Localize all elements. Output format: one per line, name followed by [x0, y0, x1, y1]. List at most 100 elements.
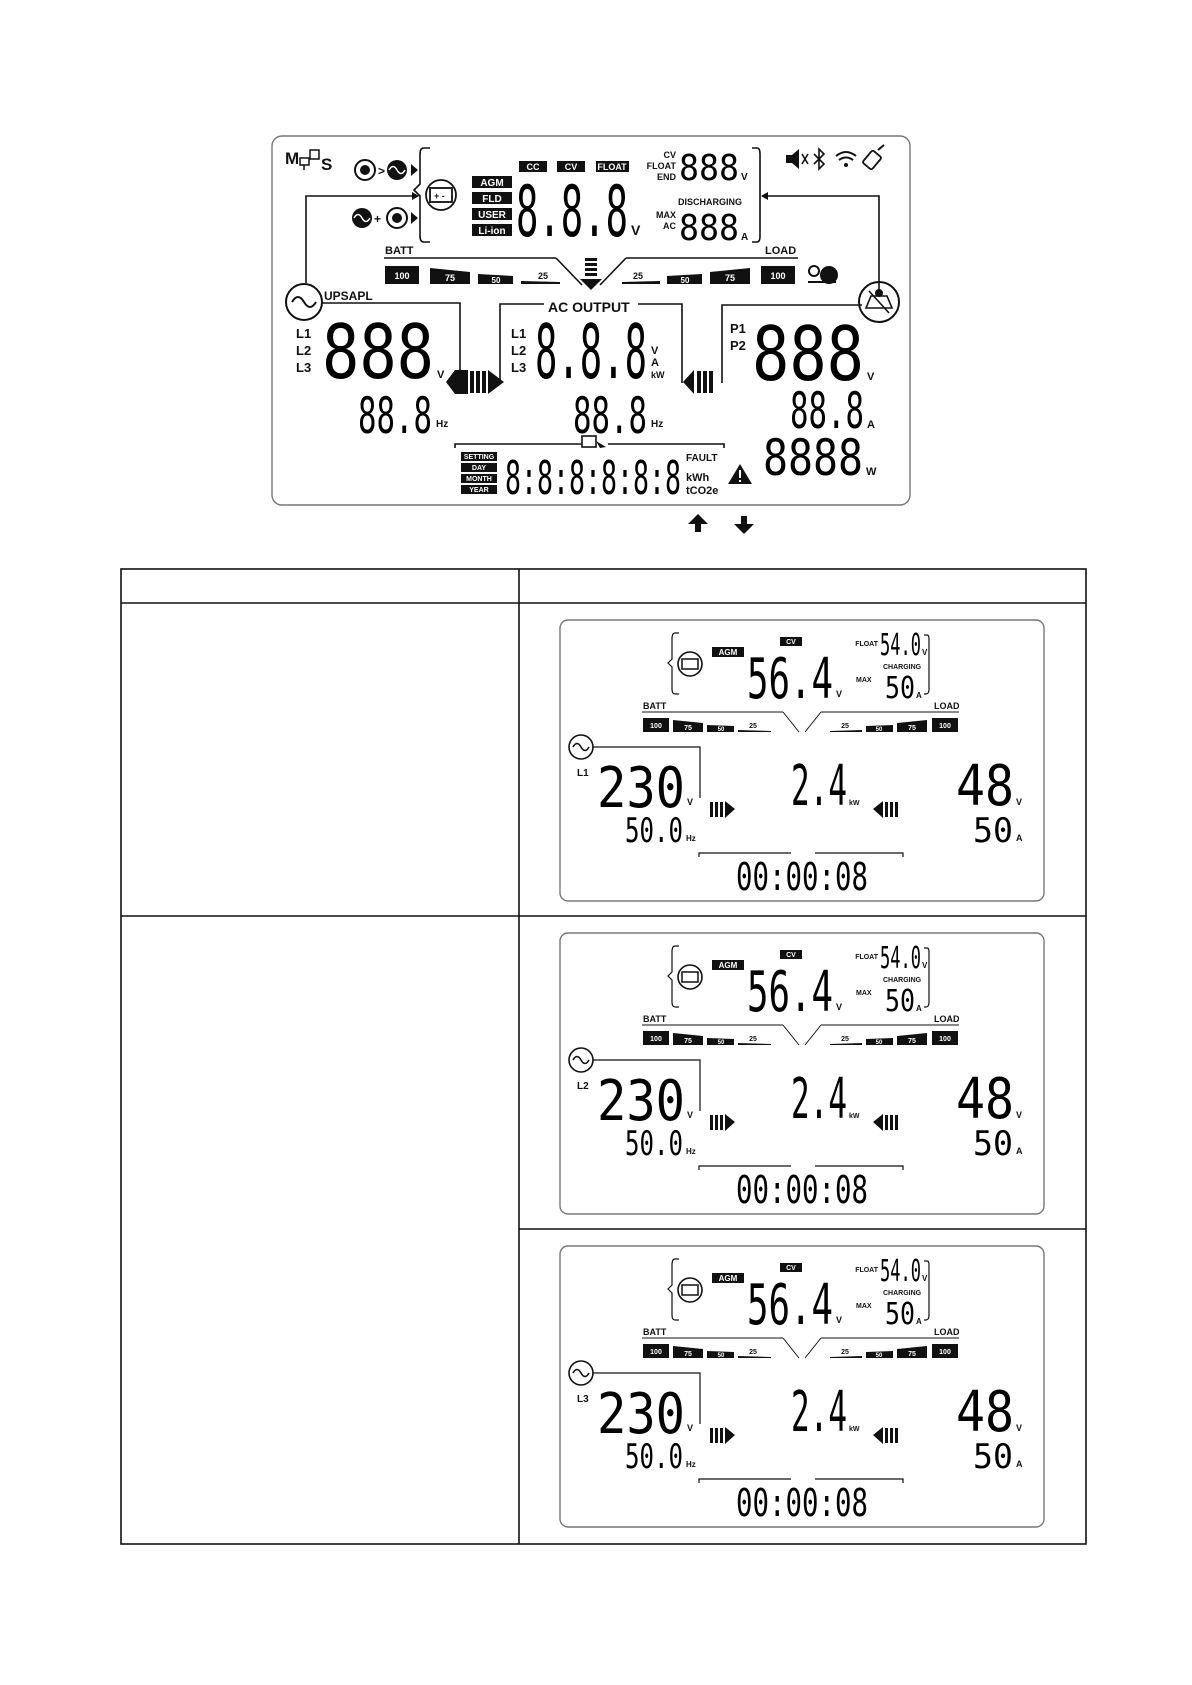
svg-text:FLD: FLD [482, 194, 501, 205]
battery-icon [677, 1277, 703, 1303]
load-level-bar: 25 50 75 100 [830, 1344, 958, 1359]
grid-sine-icon [568, 1047, 594, 1073]
svg-text:75: 75 [684, 1351, 692, 1358]
svg-text:50: 50 [876, 727, 883, 733]
output-units: V A kW [651, 345, 665, 380]
pv-current-segments: 88.8 [790, 382, 864, 440]
mode-letter-m: M [285, 149, 299, 168]
line-label: L3 [577, 1394, 589, 1405]
charging-label: CHARGING [883, 1290, 922, 1297]
float-label: FLOAT [855, 954, 879, 961]
charging-current: 50 [885, 671, 915, 706]
kwh-label: kWh [686, 472, 710, 484]
svg-text:75: 75 [684, 725, 692, 732]
output-segments: 8.8.8 [535, 308, 647, 396]
output-power: 2.4 [791, 1380, 847, 1445]
pv-current: 50 [973, 1437, 1013, 1477]
battery-voltage-unit: V [631, 222, 641, 238]
batt-level-bar: 100 75 50 25 [643, 718, 771, 733]
float-voltage: 54.0 [880, 628, 921, 663]
load-icon [808, 265, 838, 284]
line-label: L2 [577, 1081, 589, 1092]
svg-text:75: 75 [725, 273, 735, 283]
lcd-screen-l2: AGM CV 56.4 V FLOAT 54.0 V MAX CHARGING … [559, 932, 1045, 1215]
clock-display: 00:00:08 [736, 1481, 868, 1525]
svg-text:V: V [1016, 797, 1022, 807]
svg-text:100: 100 [650, 1036, 662, 1043]
svg-text:25: 25 [538, 271, 548, 281]
pv-flow-arrow-icon [683, 370, 713, 394]
svg-text:kW: kW [849, 800, 860, 807]
lcd-screen-l3: AGM CV 56.4 V FLOAT 54.0 V MAX CHARGING … [559, 1245, 1045, 1528]
input-voltage: 230 [597, 1069, 685, 1134]
svg-text:CV: CV [663, 150, 676, 160]
svg-text:A: A [741, 232, 748, 243]
svg-text:V: V [836, 1315, 842, 1325]
svg-text:A: A [916, 691, 922, 700]
battery-icon [677, 964, 703, 990]
discharging-label: DISCHARGING [678, 197, 742, 207]
agm-label: AGM [719, 961, 738, 970]
pv-voltage: 48 [956, 1067, 1014, 1132]
battery-icon: + - [425, 179, 457, 211]
float-voltage: 54.0 [880, 941, 921, 976]
svg-text:V: V [687, 1423, 693, 1433]
lcd-screen: AGM CV 56.4 V FLOAT 54.0 V MAX CHARGING … [559, 1245, 1045, 1528]
svg-text:FLOAT: FLOAT [597, 162, 627, 172]
svg-text:L3: L3 [511, 360, 526, 375]
svg-text:100: 100 [650, 723, 662, 730]
svg-text:25: 25 [749, 723, 757, 730]
svg-text:V: V [922, 961, 928, 970]
max-label: MAX [856, 677, 872, 684]
svg-text:100: 100 [650, 1349, 662, 1356]
svg-text:L1: L1 [296, 326, 311, 341]
pv-power-segments: 8888 [763, 429, 863, 487]
pv-current: 50 [973, 1124, 1013, 1164]
svg-text:25: 25 [841, 723, 849, 730]
clock-setting-icon [581, 435, 606, 448]
svg-text:25: 25 [841, 1036, 849, 1043]
batt-label: BATT [385, 245, 414, 257]
load-level-bar: 25 50 75 100 [830, 1031, 958, 1046]
svg-text:LOAD: LOAD [934, 701, 960, 711]
battery-icon [677, 651, 703, 677]
input-line-labels: L1 L2 L3 [296, 326, 311, 375]
grid-sine-icon [387, 160, 407, 180]
svg-text:100: 100 [939, 1036, 951, 1043]
agm-label: AGM [719, 1274, 738, 1283]
svg-text:AGM: AGM [480, 178, 503, 189]
svg-text:50: 50 [681, 276, 690, 285]
batt-level-bar: 100 75 50 25 [643, 1031, 771, 1046]
svg-text:V: V [687, 1110, 693, 1120]
output-line-labels: L1 L2 L3 [511, 326, 526, 375]
svg-text:L2: L2 [511, 343, 526, 358]
grid-flow-arrow-icon [710, 1114, 735, 1131]
pv-flow-arrow-icon [873, 801, 898, 818]
svg-text:75: 75 [445, 273, 455, 283]
fault-label: FAULT [686, 453, 717, 464]
lcd-frame [271, 135, 911, 506]
ac-output-label: AC OUTPUT [548, 299, 630, 315]
solar-panel-icon [858, 281, 900, 323]
input-voltage: 230 [597, 1382, 685, 1447]
svg-text:BATT: BATT [643, 1327, 667, 1337]
pv-current: 50 [973, 811, 1013, 851]
svg-text:L1: L1 [511, 326, 526, 341]
float-label: FLOAT [855, 1267, 879, 1274]
svg-text:BATT: BATT [643, 1014, 667, 1024]
svg-text:BATT: BATT [643, 701, 667, 711]
warning-icon [728, 464, 752, 484]
svg-text:100: 100 [770, 271, 785, 281]
svg-text:V: V [1016, 1110, 1022, 1120]
max-ac-labels: MAX AC [656, 210, 676, 231]
svg-text:Li-ion: Li-ion [478, 226, 505, 237]
load-level-bar: 25 50 75 100 [830, 718, 958, 733]
tco2e-label: tCO2e [686, 485, 718, 497]
grid-sine-icon [568, 1360, 594, 1386]
line-label: L1 [577, 768, 589, 779]
lcd-screen-l1: AGM CV 56.4 V FLOAT 54.0 V MAX CHARGING … [559, 619, 1045, 902]
svg-text:YEAR: YEAR [469, 487, 488, 494]
bluetooth-icon [813, 147, 826, 171]
arrow-right-icon [411, 212, 418, 224]
battery-voltage: 56.4 [747, 960, 833, 1025]
